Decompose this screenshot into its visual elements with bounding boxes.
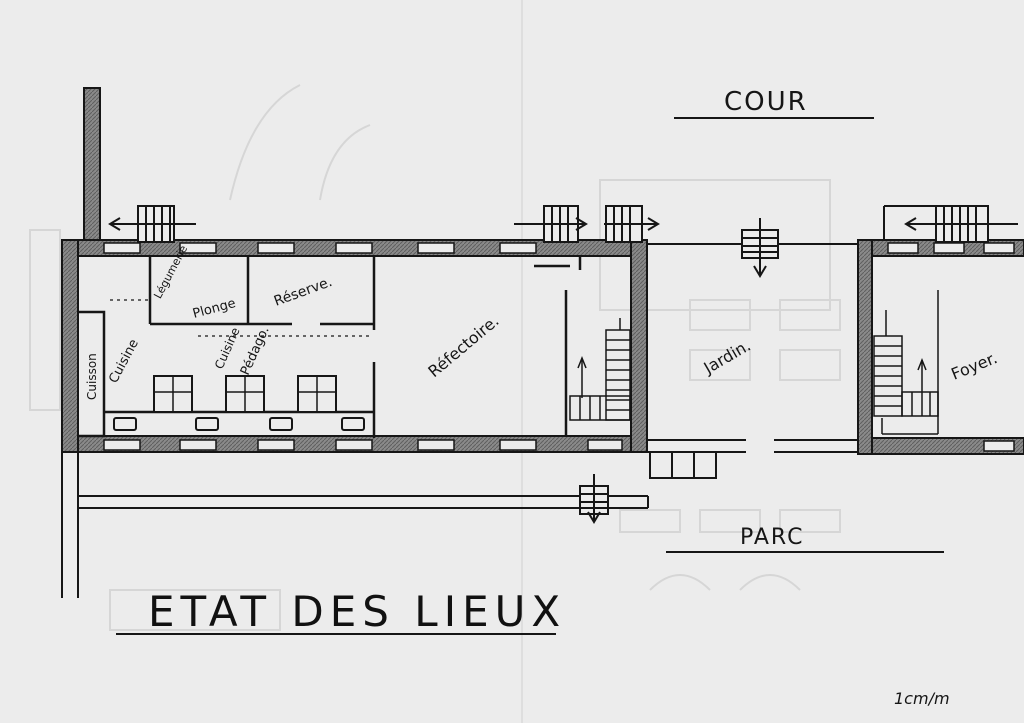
chimney-wall	[83, 87, 101, 245]
scale-label: 1cm/m	[894, 689, 950, 708]
corridor-lines	[61, 452, 649, 598]
main-windows	[103, 242, 623, 451]
room-cuisson: Cuisson	[85, 353, 99, 400]
sheet-title: ETAT DES LIEUX	[148, 587, 566, 636]
arrow-down-icon	[753, 218, 767, 278]
label-underlines	[116, 117, 944, 635]
arrow-down-icon	[587, 474, 601, 524]
interior-partitions	[78, 256, 582, 438]
arrow-left-icon	[108, 217, 196, 231]
arrow-right-icon	[514, 217, 660, 231]
sinks	[113, 417, 365, 431]
worktop-dividers	[154, 376, 336, 412]
arrow-left-icon	[904, 217, 1018, 231]
interior-staircase	[569, 318, 631, 421]
dashed-arrow-lines	[110, 299, 372, 337]
cour-label: COUR	[724, 87, 808, 117]
parc-label: PARC	[740, 525, 804, 550]
foyer-windows	[887, 242, 1015, 452]
foyer-staircase	[873, 290, 939, 435]
ghost-print-through	[29, 84, 841, 631]
